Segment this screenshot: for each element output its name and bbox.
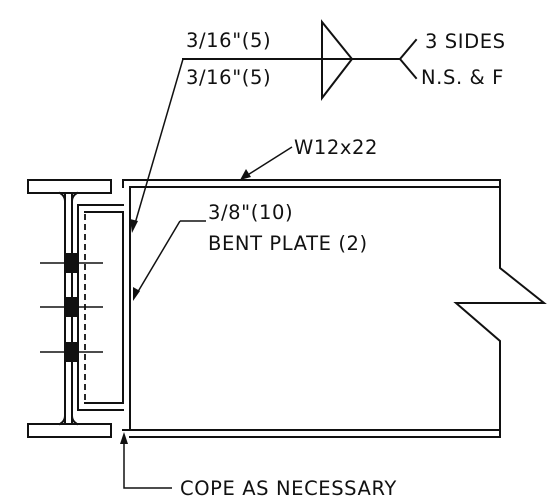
cope-callout: COPE AS NECESSARY [120,432,397,500]
cope-leader-line [123,438,172,489]
bolt-icon [66,342,79,362]
cope-leader-arrowhead-icon [120,432,128,444]
beam-size-label: W12x22 [294,136,378,159]
plate-description-label: BENT PLATE (2) [208,232,368,255]
bolt-icon [66,253,79,273]
weld-leader-arrowhead-icon [130,219,138,233]
column-bottom-flange [27,423,112,438]
weld-tail-note-ns-f: N.S. & F [421,66,504,89]
beam-callout: W12x22 [240,136,378,180]
plate-leader-arrowhead-icon [133,287,140,301]
column-top-flange [27,179,112,194]
bolt-icon [66,297,79,317]
weld-size-arrow-side: 3/16"(5) [186,29,271,52]
weld-leader-line [133,58,184,228]
bolt-group [40,253,103,362]
plate-size-label: 3/8"(10) [208,201,293,224]
weld-tail-icon [398,38,418,80]
weld-symbol: 3/16"(5) 3/16"(5) 3 SIDES N.S. & F [130,19,506,233]
bent-plate [77,204,131,411]
fillet-weld-triangle-icon [321,19,354,101]
weld-tail-note-sides: 3 SIDES [425,30,506,53]
plate-callout: 3/8"(10) BENT PLATE (2) [133,201,368,301]
cope-note-label: COPE AS NECESSARY [180,477,397,500]
column-fillets [58,191,79,426]
beam-leader-line [245,146,293,177]
zigzag-break-icon [453,179,547,438]
weld-size-other-side: 3/16"(5) [186,66,271,89]
plate-leader-line [135,220,181,296]
beam-elevation [122,179,547,438]
beam-leader-arrowhead-icon [240,169,251,180]
